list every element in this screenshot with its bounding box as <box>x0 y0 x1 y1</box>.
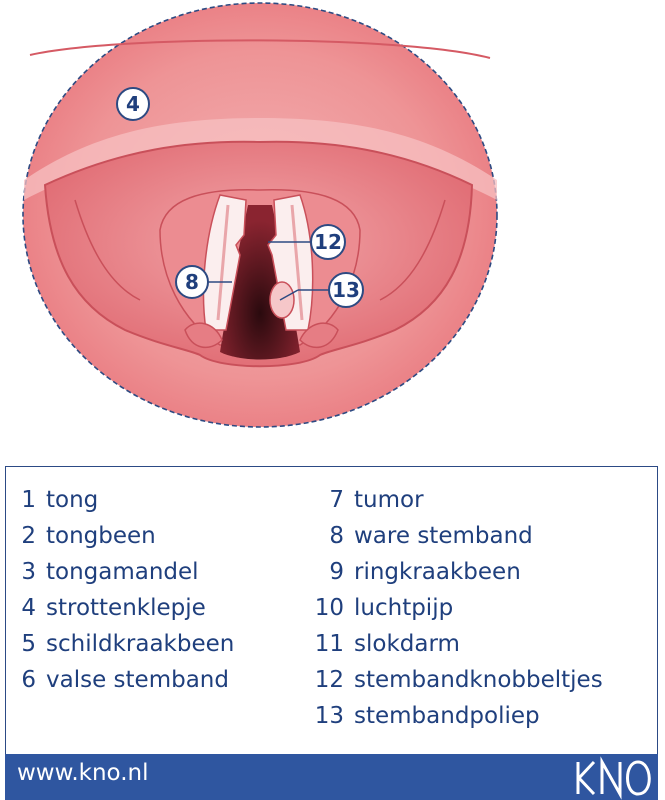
svg-text:8: 8 <box>185 270 199 294</box>
callout-12: 12 <box>310 224 346 260</box>
svg-text:4: 4 <box>126 92 140 116</box>
svg-text:13: 13 <box>332 278 360 302</box>
epiglottis <box>24 118 497 200</box>
larynx-illustration: 4 8 12 13 <box>22 2 498 428</box>
kno-logo <box>576 756 651 800</box>
website-link[interactable]: www.kno.nl <box>17 760 149 786</box>
vocal-fold-right <box>267 194 314 331</box>
footer-bar: www.kno.nl <box>5 754 658 800</box>
vocal-fold-polyp <box>269 281 295 319</box>
callout-13: 13 <box>328 272 364 308</box>
callout-8: 8 <box>175 265 209 299</box>
svg-text:12: 12 <box>314 230 342 254</box>
vocal-fold-left <box>202 194 247 331</box>
callout-4: 4 <box>116 87 150 121</box>
